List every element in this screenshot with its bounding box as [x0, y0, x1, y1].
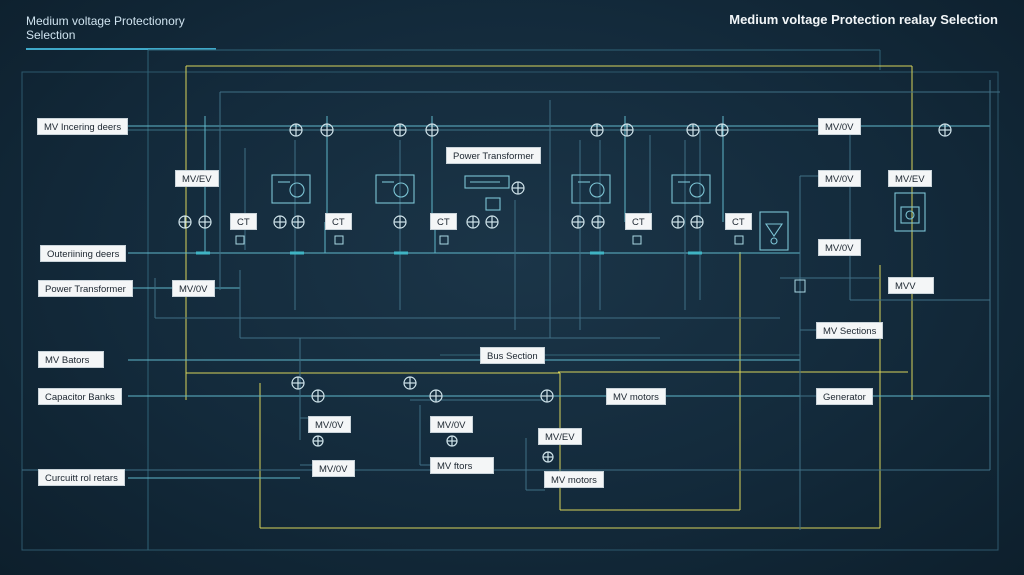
circle-cross-symbol [686, 123, 700, 137]
breaker-symbols [178, 123, 952, 463]
relay-triangle-symbol [759, 211, 789, 251]
label-mv-0v-b1: MV/0V [308, 416, 351, 433]
transformer-symbol [271, 174, 311, 204]
label-mv-ftors: MV ftors [430, 457, 494, 474]
yellow-control-lines [185, 65, 913, 529]
transformer-symbol [375, 174, 415, 204]
outer-frame [21, 71, 999, 551]
circle-cross-symbol [312, 435, 324, 447]
label-mv-ev-left: MV/EV [175, 170, 219, 187]
circle-cross-symbol [571, 215, 585, 229]
transformer-symbol [571, 174, 611, 204]
label-mv-motors-low: MV motors [544, 471, 604, 488]
label-mv-0v-b2: MV/0V [312, 460, 355, 477]
label-mv-incoming: MV Incering deers [37, 118, 129, 135]
circle-cross-symbol [591, 215, 605, 229]
transformer-symbol [485, 197, 501, 211]
label-ct-3: CT [430, 213, 457, 230]
circle-cross-symbol [690, 215, 704, 229]
circle-cross-symbol [671, 215, 685, 229]
label-mv-ev-b: MV/EV [538, 428, 582, 445]
label-mv-0v-right2: MV/0V [818, 170, 861, 187]
circle-cross-symbol [178, 215, 192, 229]
circle-cross-symbol [620, 123, 634, 137]
label-circuit-breakers: Curcuitt rol retars [38, 469, 125, 486]
label-generator: Generator [816, 388, 873, 405]
label-power-transformer-left: Power Transformer [38, 280, 133, 297]
label-power-transformer-top: Power Transformer [446, 147, 541, 164]
label-mv-0v-left: MV/0V [172, 280, 215, 297]
label-bus-section: Bus Section [480, 347, 545, 364]
label-ct-4: CT [625, 213, 652, 230]
label-ct-1: CT [230, 213, 257, 230]
label-ct-5: CT [725, 213, 752, 230]
circle-cross-symbol [429, 389, 443, 403]
label-mv-0v-right3: MV/0V [818, 239, 861, 256]
label-mv-batteries: MV Bators [38, 351, 104, 368]
header-left-title: Medium voltage Protectionory Selection [26, 14, 216, 50]
secondary-wiring [22, 80, 1000, 530]
circle-cross-symbol [715, 123, 729, 137]
label-mv-0v-right1: MV/0V [818, 118, 861, 135]
circle-cross-symbol [446, 435, 458, 447]
circle-cross-symbol [291, 376, 305, 390]
label-mv-0v-b3: MV/0V [430, 416, 473, 433]
circle-cross-symbol [485, 215, 499, 229]
feeder-verticals [204, 116, 724, 253]
circle-cross-symbol [540, 389, 554, 403]
ct-coil-symbol [235, 235, 806, 293]
label-mv-sections: MV Sections [816, 322, 884, 339]
transformer-symbol [464, 175, 510, 189]
circle-cross-symbol [289, 123, 303, 137]
transformer-symbol [671, 174, 711, 204]
circle-cross-symbol [590, 123, 604, 137]
circle-cross-symbol [320, 123, 334, 137]
circle-cross-symbol [542, 451, 554, 463]
circle-cross-symbol [273, 215, 287, 229]
circle-cross-symbol [393, 123, 407, 137]
circle-cross-symbol [393, 215, 407, 229]
label-outgoing-feeders: Outeriining deers [40, 245, 127, 262]
label-mv-motors-mid: MV motors [606, 388, 666, 405]
circle-cross-symbol [403, 376, 417, 390]
circle-cross-symbol [291, 215, 305, 229]
circle-cross-symbol [198, 215, 212, 229]
label-capacitor-banks: Capacitor Banks [38, 388, 122, 405]
circle-cross-symbol [466, 215, 480, 229]
label-ct-2: CT [325, 213, 352, 230]
main-buses [128, 125, 990, 479]
label-mv-ev-right: MV/EV [888, 170, 932, 187]
circle-cross-symbol [511, 181, 525, 195]
circle-cross-symbol [938, 123, 952, 137]
circle-cross-symbol [425, 123, 439, 137]
label-mvv: MVV [888, 277, 934, 294]
circle-cross-symbol [311, 389, 325, 403]
relay-triangle-symbol [894, 192, 926, 232]
transformer-boxes [271, 174, 926, 251]
header-right-title: Medium voltage Protection realay Selecti… [729, 12, 998, 27]
